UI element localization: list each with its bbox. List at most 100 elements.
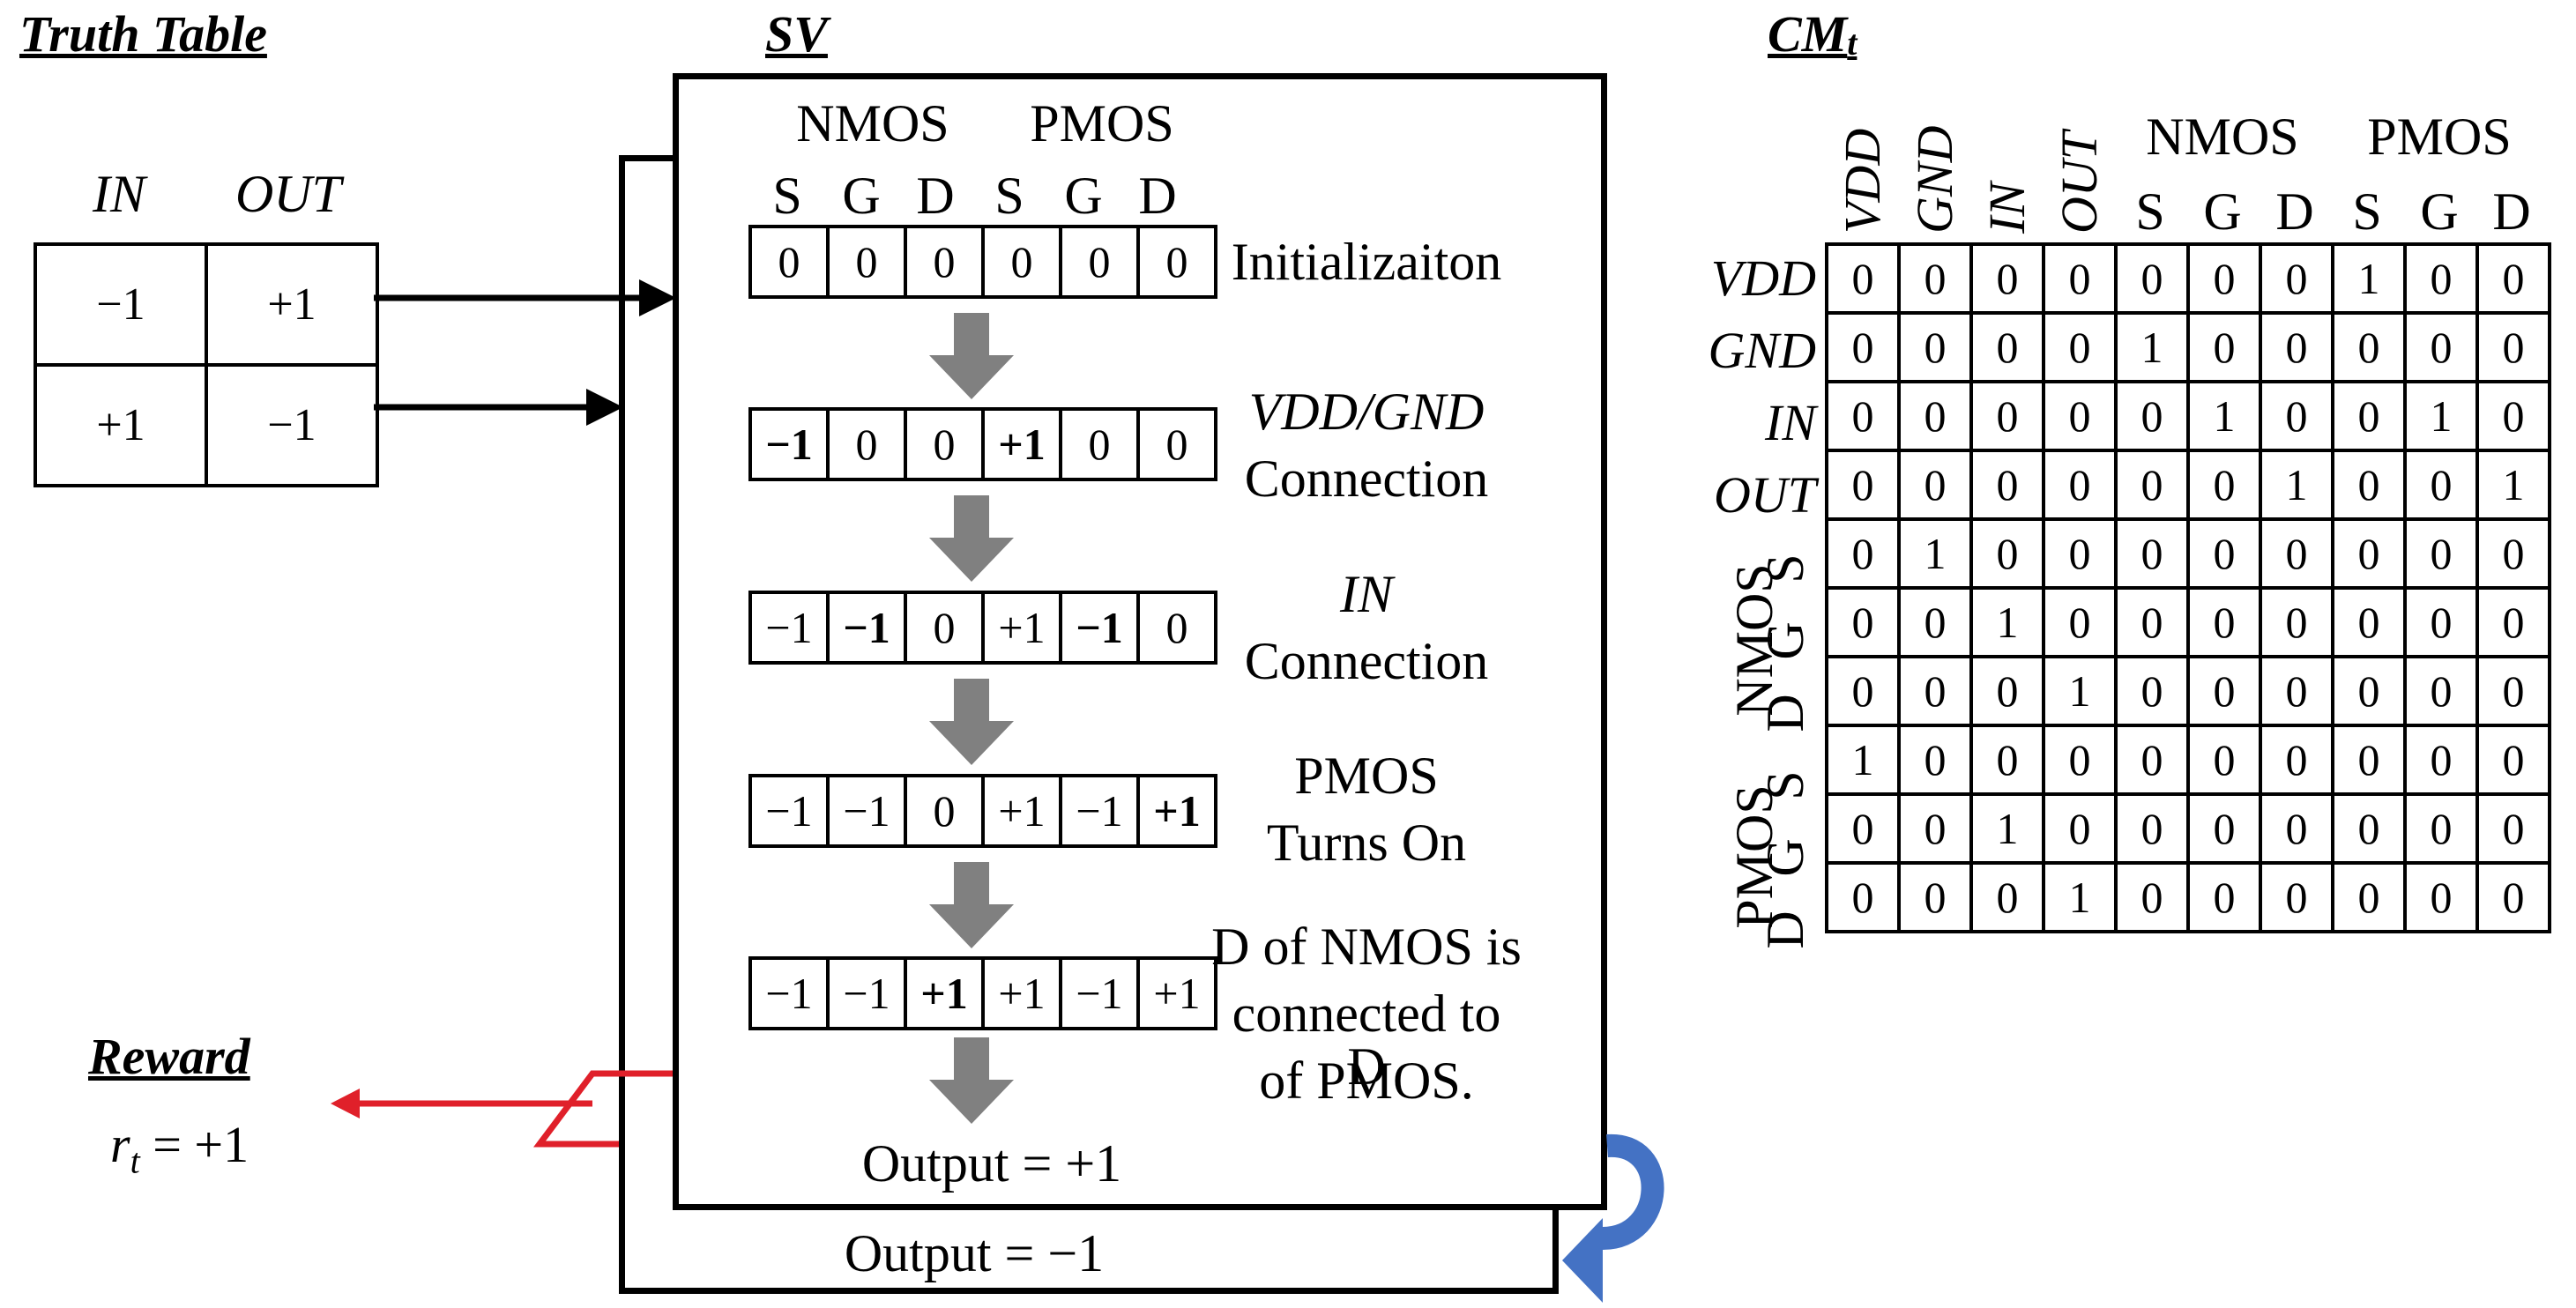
cm-cell: 0	[1969, 380, 2045, 452]
cm-cell: 0	[2259, 724, 2334, 796]
cm-cell: 0	[2403, 724, 2479, 796]
tt-row: +1 −1	[34, 363, 379, 487]
cm-cell: 0	[1897, 655, 1973, 727]
sv-step-caption: Turns On	[1266, 814, 1467, 872]
cm-cell: 0	[2042, 792, 2118, 865]
cm-cell: 0	[1969, 861, 2045, 933]
sv-state-row: −1−1+1+1−1+1	[748, 956, 1217, 1030]
sv-state-cell: +1	[904, 956, 985, 1030]
cm-cell: 1	[1969, 586, 2045, 658]
tt-cell: +1	[205, 242, 379, 367]
cm-cell: 0	[2331, 655, 2407, 727]
cm-cell: 1	[2186, 380, 2262, 452]
cm-row-label: IN	[1765, 394, 1816, 451]
sv-state-cell: −1	[1059, 956, 1140, 1030]
cm-cell: 0	[1825, 861, 1901, 933]
cm-cell: 0	[2186, 449, 2262, 521]
cm-cell: 0	[1897, 724, 1973, 796]
cm-cell: 0	[1969, 517, 2045, 590]
sv-state-cell: −1	[1059, 774, 1140, 848]
down-arrow-icon	[929, 679, 1014, 765]
cm-cell: 0	[2331, 517, 2407, 590]
reward-title: Reward	[88, 1028, 250, 1085]
sv-output-back: Output = −1	[844, 1224, 1105, 1282]
cm-cell: 0	[2331, 311, 2407, 383]
cm-cell: 0	[2403, 861, 2479, 933]
cm-cell: 0	[2042, 242, 2118, 315]
cm-cell: 1	[2042, 655, 2118, 727]
sv-step-caption: VDD/GND	[1248, 383, 1485, 441]
cm-cell: 0	[2042, 586, 2118, 658]
reward-number: = +1	[139, 1116, 249, 1173]
sv-state-cell: 0	[748, 225, 830, 299]
sv-output-front: Output = +1	[861, 1134, 1122, 1193]
sv-state-cell: 0	[1136, 591, 1217, 665]
cm-cell: 0	[1897, 449, 1973, 521]
cm-cell: 0	[1897, 861, 1973, 933]
cm-cell: 1	[2331, 242, 2407, 315]
cm-col-sub: D	[2492, 182, 2531, 241]
cm-cell: 0	[2331, 792, 2407, 865]
sv-state-cell: −1	[748, 407, 830, 481]
cm-cell: 0	[2475, 242, 2551, 315]
reward-subscript: t	[130, 1141, 140, 1181]
sv-col-label: D	[916, 167, 955, 225]
cm-cell: 0	[2259, 861, 2334, 933]
cm-cell: 0	[1825, 792, 1901, 865]
cm-cell: 0	[1969, 449, 2045, 521]
sv-step-caption: Connection	[1244, 632, 1489, 690]
cm-col-sub: G	[2203, 182, 2242, 241]
cm-cell: 0	[1897, 242, 1973, 315]
sv-state-cell: 0	[826, 225, 907, 299]
cm-title-subscript: t	[1847, 23, 1858, 63]
sv-state-cell: −1	[826, 956, 907, 1030]
sv-step-caption: connected to D	[1232, 985, 1501, 1096]
sv-state-cell: −1	[1059, 591, 1140, 665]
cm-cell: 0	[2475, 792, 2551, 865]
cm-cell: 0	[2259, 380, 2334, 452]
cm-cell: 0	[2403, 655, 2479, 727]
cm-cell: 0	[2331, 449, 2407, 521]
sv-title: SV	[765, 5, 828, 63]
sv-state-cell: −1	[748, 591, 830, 665]
cm-title: CMt	[1768, 4, 1857, 63]
sv-col-label: G	[842, 167, 881, 225]
cm-cell: 0	[2475, 380, 2551, 452]
cm-cell: 1	[2042, 861, 2118, 933]
cm-cell: 0	[2042, 449, 2118, 521]
tt-row: −1 +1	[34, 242, 379, 367]
sv-group-pmos: PMOS	[1030, 94, 1174, 152]
tt-cell: −1	[205, 363, 379, 487]
cm-cell: 0	[1825, 311, 1901, 383]
cm-cell: 0	[2331, 724, 2407, 796]
cm-cell: 0	[1897, 586, 1973, 658]
down-arrow-icon	[929, 862, 1014, 948]
cm-cell: 0	[2331, 380, 2407, 452]
reward-symbol: r	[110, 1116, 130, 1173]
cm-cell: 0	[1825, 517, 1901, 590]
cm-cell: 0	[2403, 311, 2479, 383]
cm-cell: 0	[2475, 724, 2551, 796]
reward-arrow-head	[331, 1089, 360, 1118]
loop-arrow-head	[1562, 1218, 1603, 1303]
sv-state-cell: 0	[904, 225, 985, 299]
cm-cell: 0	[2259, 517, 2334, 590]
sv-state-cell: 0	[1136, 225, 1217, 299]
sv-state-cell: 0	[904, 591, 985, 665]
cm-cell: 0	[1825, 586, 1901, 658]
sv-col-label: D	[1138, 167, 1177, 225]
cm-col-sub: S	[2352, 182, 2382, 241]
cm-cell: 0	[1897, 311, 1973, 383]
sv-step-caption: Connection	[1244, 450, 1489, 508]
sv-col-label: S	[994, 167, 1024, 225]
cm-cell: 0	[2114, 449, 2190, 521]
cm-cell: 0	[2403, 586, 2479, 658]
cm-cell: 0	[1969, 242, 2045, 315]
